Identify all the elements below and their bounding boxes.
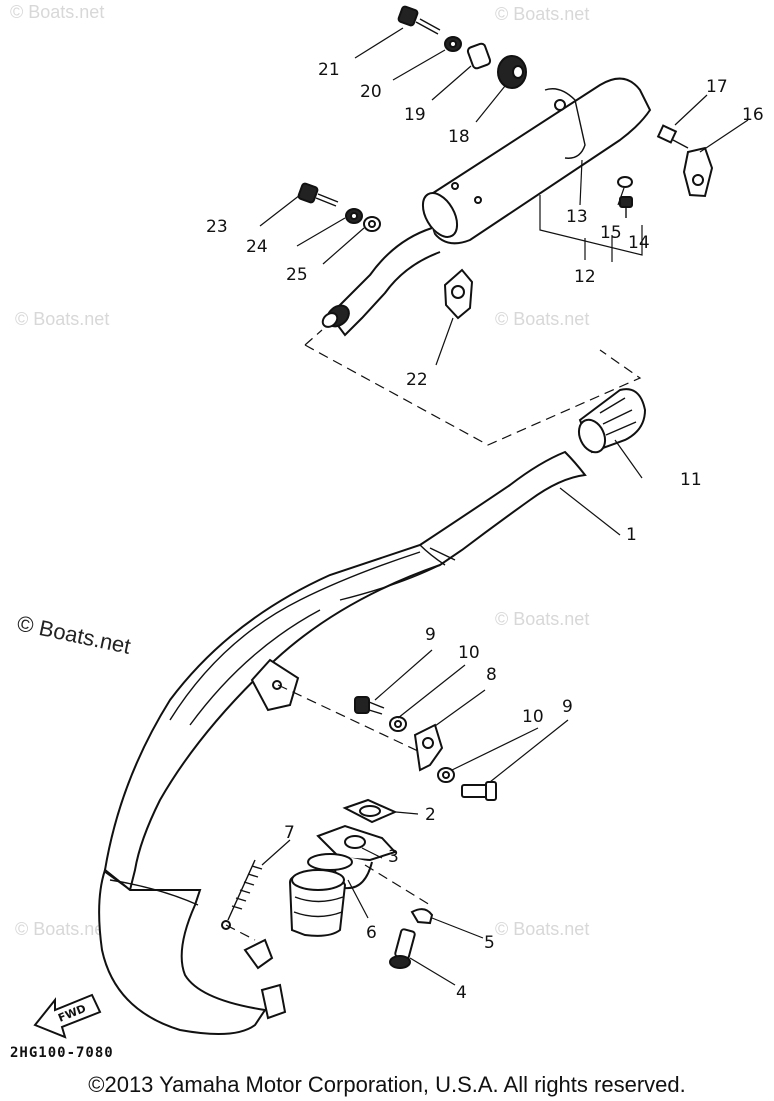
watermark: © Boats.net: [495, 309, 589, 329]
spring-7: [221, 859, 263, 930]
bolt-14: [619, 196, 633, 218]
watermark: © Boats.net: [495, 919, 589, 939]
callout-22: 22: [406, 370, 428, 390]
watermark: © Boats.net: [495, 4, 589, 24]
callout-9-right: 9: [562, 697, 573, 717]
watermark: © Boats.net: [15, 919, 109, 939]
silencer-joint-lower: [288, 869, 347, 937]
grommet-18: [497, 55, 527, 89]
diagram-code: 2HG100-7080: [10, 1045, 114, 1061]
callout-3: 3: [388, 847, 399, 867]
callout-10-right: 10: [522, 707, 544, 727]
clip-5: [410, 908, 434, 925]
o-ring-6: [307, 853, 353, 871]
bracket-22: [443, 268, 474, 320]
joint-11: [577, 388, 647, 454]
bolt-4: [389, 928, 416, 969]
collar-19: [466, 42, 492, 70]
callout-24: 24: [246, 237, 268, 257]
bolt-9-right: [461, 781, 497, 801]
bolt-9-left: [354, 696, 385, 715]
callout-1: 1: [626, 525, 637, 545]
callout-25: 25: [286, 265, 308, 285]
callout-14: 14: [628, 233, 650, 253]
callout-4: 4: [456, 983, 467, 1003]
callout-13: 13: [566, 207, 588, 227]
callout-10-left: 10: [458, 643, 480, 663]
callout-12: 12: [574, 267, 596, 287]
watermark-prominent: © Boats.net: [15, 610, 133, 658]
callout-11: 11: [680, 470, 702, 490]
bolt-17: [656, 124, 689, 149]
watermark: © Boats.net: [10, 2, 104, 22]
callout-16: 16: [742, 105, 764, 125]
bolt-23: [297, 182, 339, 207]
pipe-bracket: [250, 658, 300, 712]
silencer-body: [421, 77, 652, 245]
washer-10-right: [437, 767, 455, 783]
callout-18: 18: [448, 127, 470, 147]
washer-25: [363, 216, 381, 232]
pipe-spring-hook: [243, 938, 287, 1020]
callout-2: 2: [425, 805, 436, 825]
callout-5: 5: [484, 933, 495, 953]
callout-7: 7: [284, 823, 295, 843]
callout-9-left: 9: [425, 625, 436, 645]
callout-17: 17: [706, 77, 728, 97]
washer-24: [345, 208, 363, 224]
fwd-arrow-icon: FWD: [33, 993, 102, 1039]
callout-8: 8: [486, 665, 497, 685]
silencer-inlet-pipe: [321, 227, 441, 337]
watermark: © Boats.net: [495, 609, 589, 629]
copyright-notice: ©2013 Yamaha Motor Corporation, U.S.A. A…: [88, 1072, 686, 1097]
washer-10-left: [389, 716, 407, 732]
callout-19: 19: [404, 105, 426, 125]
callout-21: 21: [318, 60, 340, 80]
bracket-16: [682, 146, 714, 198]
callout-23: 23: [206, 217, 228, 237]
exhaust-pipe-1: [98, 450, 587, 1035]
nut-15: [617, 176, 633, 188]
callout-20: 20: [360, 82, 382, 102]
gasket-2: [342, 798, 398, 824]
bolt-21: [397, 5, 441, 35]
callout-15: 15: [600, 223, 622, 243]
washer-20: [444, 36, 462, 52]
callout-6: 6: [366, 923, 377, 943]
watermark: © Boats.net: [15, 309, 109, 329]
bracket-8: [413, 723, 444, 772]
